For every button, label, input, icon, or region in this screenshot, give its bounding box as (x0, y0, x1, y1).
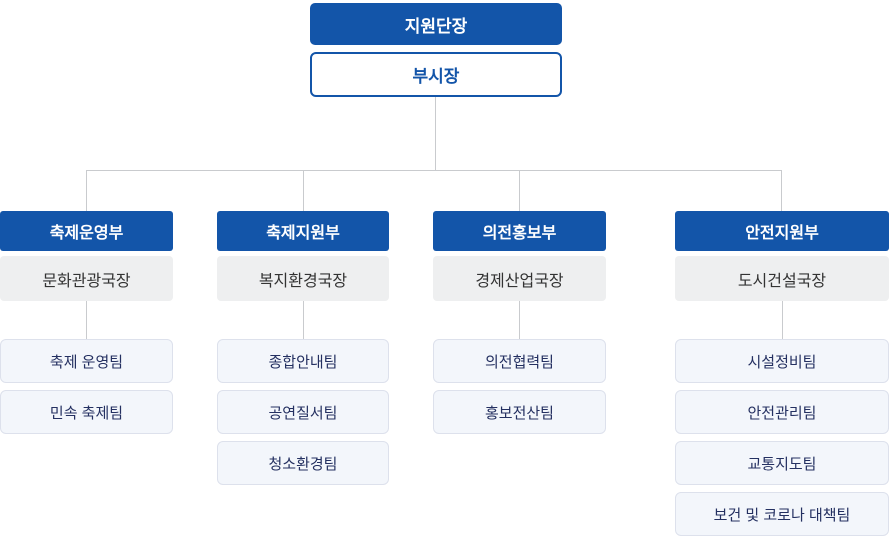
team-box: 축제 운영팀 (0, 339, 173, 383)
team-box: 청소환경팀 (217, 441, 389, 485)
connector-branch-2 (303, 170, 304, 211)
team-label: 종합안내팀 (268, 353, 338, 371)
department-header: 축제지원부 (217, 211, 389, 251)
node-label: 부시장 (412, 67, 460, 86)
team-label: 안전관리팀 (747, 404, 817, 422)
team-box: 교통지도팀 (675, 441, 889, 485)
team-label: 민속 축제팀 (49, 404, 124, 422)
team-box: 보건 및 코로나 대책팀 (675, 492, 889, 536)
director-label: 도시건설국장 (737, 272, 827, 290)
department-header: 축제운영부 (0, 211, 173, 251)
team-label: 홍보전산팀 (484, 404, 554, 422)
team-label: 교통지도팀 (747, 455, 817, 473)
team-label: 시설정비팀 (747, 353, 817, 371)
connector-director-teams (302, 301, 304, 339)
department-column-safety-support: 안전지원부 도시건설국장 시설정비팀 안전관리팀 교통지도팀 보건 및 코로나 … (675, 211, 889, 537)
director-label: 문화관광국장 (42, 272, 131, 290)
team-box: 시설정비팀 (675, 339, 889, 383)
team-label: 축제 운영팀 (49, 353, 124, 371)
connector-root-vertical (435, 97, 436, 171)
director-label: 경제산업국장 (475, 272, 564, 290)
team-box: 종합안내팀 (217, 339, 389, 383)
team-box: 의전협력팀 (433, 339, 606, 383)
department-header-label: 축제지원부 (266, 225, 340, 242)
department-column-protocol-pr: 의전홍보부 경제산업국장 의전협력팀 홍보전산팀 (433, 211, 606, 441)
director-label: 복지환경국장 (258, 272, 348, 290)
director-box: 경제산업국장 (433, 256, 606, 301)
team-label: 공연질서팀 (268, 404, 338, 422)
director-box: 문화관광국장 (0, 256, 173, 301)
team-box: 민속 축제팀 (0, 390, 173, 434)
connector-branch-4 (781, 170, 782, 211)
connector-director-teams (86, 301, 87, 339)
department-header-label: 안전지원부 (745, 225, 819, 242)
team-box: 홍보전산팀 (433, 390, 606, 434)
team-label: 보건 및 코로나 대책팀 (713, 506, 851, 524)
connector-branch-1 (86, 170, 87, 211)
department-header: 안전지원부 (675, 211, 889, 251)
director-box: 도시건설국장 (675, 256, 889, 301)
director-box: 복지환경국장 (217, 256, 389, 301)
connector-branch-3 (519, 170, 520, 211)
connector-horizontal (86, 170, 782, 171)
team-label: 청소환경팀 (268, 455, 338, 473)
team-label: 의전협력팀 (484, 353, 554, 371)
department-header-label: 의전홍보부 (482, 225, 557, 242)
department-header: 의전홍보부 (433, 211, 606, 251)
node-label: 지원단장 (404, 16, 468, 36)
department-column-festival-operation: 축제운영부 문화관광국장 축제 운영팀 민속 축제팀 (0, 211, 173, 441)
node-deputy-mayor: 부시장 (310, 52, 562, 97)
team-box: 공연질서팀 (217, 390, 389, 434)
team-box: 안전관리팀 (675, 390, 889, 434)
connector-director-teams (519, 301, 520, 339)
department-header-label: 축제운영부 (49, 225, 124, 242)
department-column-festival-support: 축제지원부 복지환경국장 종합안내팀 공연질서팀 청소환경팀 (217, 211, 389, 492)
node-support-group-head: 지원단장 (310, 3, 562, 45)
connector-director-teams (781, 301, 783, 339)
